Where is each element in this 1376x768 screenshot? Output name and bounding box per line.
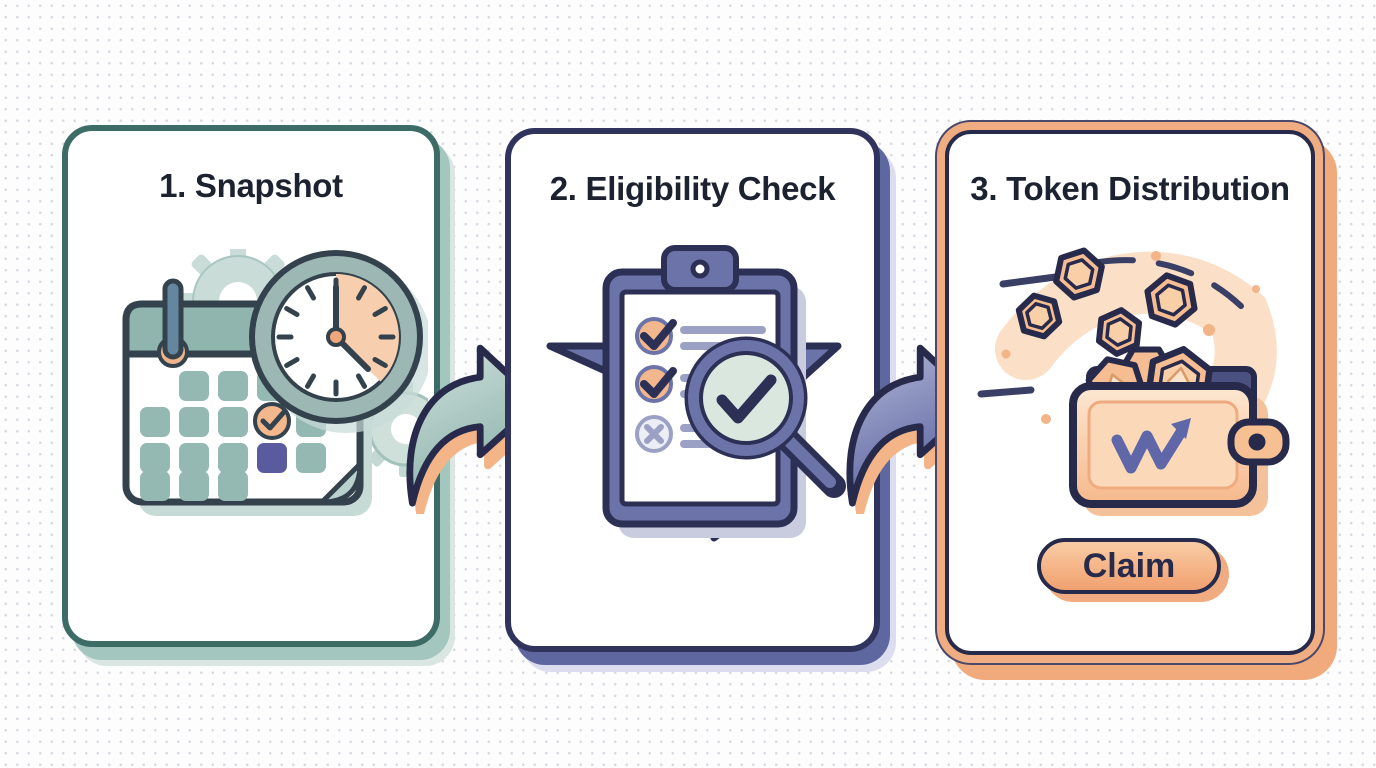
checklist-row-3 bbox=[635, 415, 766, 453]
check-icon bbox=[640, 319, 677, 350]
coin-icon bbox=[1145, 346, 1213, 418]
selected-date-cell bbox=[257, 443, 287, 473]
wallet-icon bbox=[1069, 382, 1290, 508]
gear-icon bbox=[178, 241, 298, 361]
cross-icon bbox=[644, 424, 664, 444]
wallet-coins-graphic bbox=[977, 247, 1290, 516]
wallet-clasp bbox=[1227, 418, 1290, 466]
step-card-eligibility-check: 2. Eligibility Check bbox=[505, 128, 880, 652]
w-arrow-logo-icon bbox=[1111, 418, 1191, 474]
coin-icon bbox=[1053, 247, 1105, 301]
wallet-shadow bbox=[1083, 396, 1268, 516]
calendar-ring bbox=[157, 336, 189, 368]
page-curl bbox=[319, 461, 363, 505]
funnel-icon bbox=[546, 342, 842, 542]
step-title-distribution: 3. Token Distribution bbox=[970, 170, 1290, 207]
checklist-row-1 bbox=[635, 317, 766, 355]
coin-icon bbox=[1144, 272, 1198, 328]
claim-button[interactable]: Claim bbox=[1037, 538, 1221, 594]
check-icon bbox=[640, 367, 677, 398]
calendar-icon bbox=[122, 278, 372, 516]
step-title-snapshot: 1. Snapshot bbox=[159, 167, 343, 204]
eligibility-illustration bbox=[514, 242, 874, 563]
step-card-token-distribution: 3. Token Distribution bbox=[945, 130, 1315, 655]
calendar-clock-graphic bbox=[122, 241, 454, 516]
checklist-row-2 bbox=[635, 365, 766, 403]
check-icon bbox=[716, 374, 777, 424]
coin-icon bbox=[1117, 346, 1175, 398]
spark-dots bbox=[1001, 251, 1260, 424]
coin-icon bbox=[1095, 307, 1143, 357]
date-check-badge bbox=[253, 402, 291, 440]
sweep-band bbox=[995, 251, 1277, 443]
calendar-peg bbox=[162, 278, 184, 360]
clipboard-icon bbox=[602, 245, 806, 538]
hour-hand bbox=[333, 334, 371, 372]
wallet-slot bbox=[1086, 366, 1257, 412]
magnifier-check-icon bbox=[684, 336, 846, 498]
motion-lines bbox=[977, 257, 1246, 398]
snapshot-illustration bbox=[78, 241, 454, 539]
coin-icon bbox=[1015, 292, 1063, 340]
step-card-snapshot: 1. Snapshot bbox=[62, 125, 454, 647]
clock-pie-slice bbox=[336, 274, 399, 382]
distribution-illustration bbox=[951, 234, 1311, 539]
calendar-day-cells bbox=[140, 371, 326, 501]
gear-icon bbox=[155, 316, 231, 392]
step-title-eligibility: 2. Eligibility Check bbox=[549, 170, 836, 207]
coin-icon bbox=[1085, 356, 1147, 416]
clipboard-funnel-graphic bbox=[546, 245, 846, 542]
